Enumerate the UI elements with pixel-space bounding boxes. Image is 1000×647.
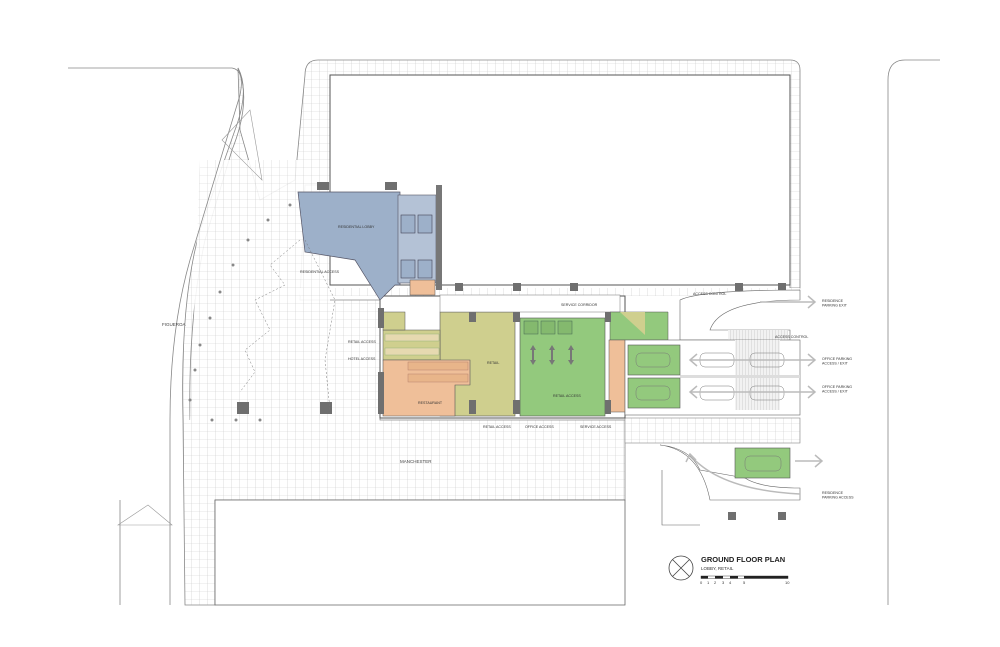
title-block: GROUND FLOOR PLAN LOBBY, RETAIL 0 1 2 3 … (668, 555, 790, 585)
label-office-lane2-2: ACCESS / EXIT (822, 390, 849, 394)
columns (237, 182, 786, 520)
traffic-arrows (685, 295, 824, 495)
label-residence-exit-2: PARKING EXIT (822, 304, 848, 308)
west-street-curb (68, 67, 242, 605)
label-entrance-retail: RETAIL ACCESS (483, 425, 511, 429)
east-street-curb (887, 59, 940, 605)
scale-tick: 2 (714, 580, 717, 585)
lower-building (214, 499, 626, 606)
scale-tick: 1 (707, 580, 710, 585)
label-retail-access-west: RETAIL ACCESS (348, 340, 376, 344)
scale-tick: 0 (700, 580, 703, 585)
scale-tick: 10 (785, 580, 790, 585)
label-entrance-service: SERVICE ACCESS (580, 425, 612, 429)
label-office-lane1-2: ACCESS / EXIT (822, 362, 849, 366)
label-residence-exit-1: RESIDENCE (822, 299, 844, 303)
plan-subtitle: LOBBY, RETAIL (701, 566, 734, 571)
label-hotel-access: HOTEL ACCESS (348, 357, 376, 361)
parking-bay-2 (627, 377, 681, 409)
escalators (384, 333, 440, 356)
label-residence-access-1: RESIDENCE (822, 491, 844, 495)
label-retail: RETAIL (487, 361, 499, 365)
street-label-west: FIGUEROA (162, 322, 186, 327)
parking-bay-3 (734, 447, 791, 479)
updown-arrows (530, 345, 574, 365)
label-office-lane1-1: OFFICE PARKING (822, 357, 852, 361)
scale-tick: 5 (743, 580, 746, 585)
paving (182, 59, 801, 606)
north-arrow-circle-icon (668, 555, 694, 581)
scale-bar (700, 575, 789, 579)
plan-title: GROUND FLOOR PLAN (701, 555, 785, 564)
label-access-control-1: ACCESS CONTROL (693, 292, 726, 296)
scale-tick: 4 (729, 580, 732, 585)
scale-tick: 3 (722, 580, 725, 585)
label-office-lane2-1: OFFICE PARKING (822, 385, 852, 389)
label-residential-access: RESIDENTIAL ACCESS (300, 270, 340, 274)
retail-access-area (519, 317, 606, 417)
service-corridor (439, 294, 621, 313)
label-service-corridor: SERVICE CORRIDOR (561, 303, 598, 307)
parking-structure (624, 289, 824, 526)
label-residence-access-2: PARKING ACCESS (822, 496, 854, 500)
parking-bay-1 (627, 344, 681, 376)
label-access-control-2: ACCESS CONTROL (775, 335, 808, 339)
label-residential-lobby: RESIDENTIAL LOBBY (338, 225, 375, 229)
label-restaurant: RESTAURANT (418, 401, 443, 405)
label-entrance-office: OFFICE ACCESS (525, 425, 554, 429)
street-label-south: MANCHESTER (400, 459, 432, 464)
label-retail-access: RETAIL ACCESS (553, 394, 581, 398)
